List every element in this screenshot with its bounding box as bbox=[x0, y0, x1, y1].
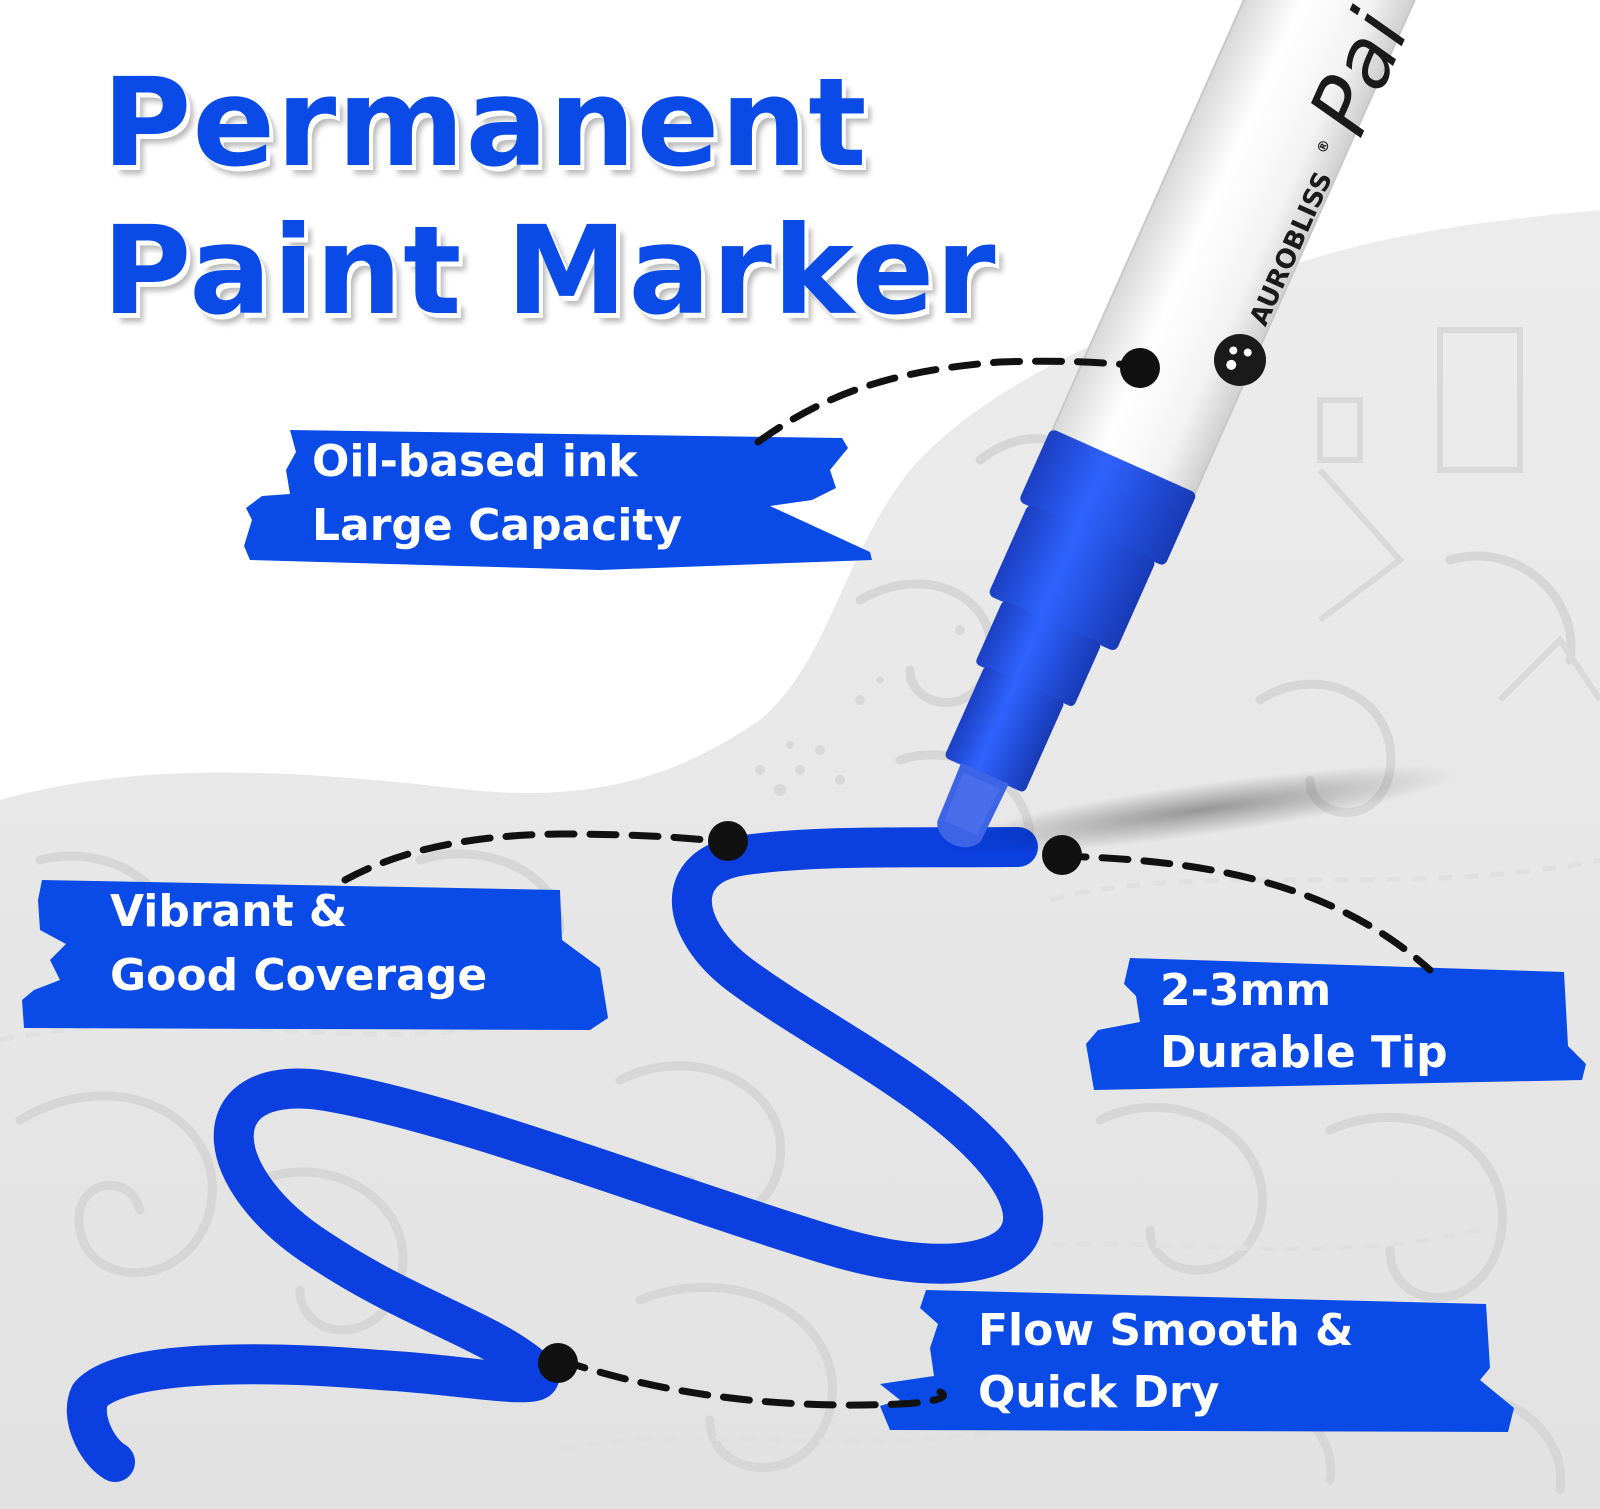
dot-tip bbox=[1042, 835, 1082, 875]
connector-dots bbox=[538, 348, 1160, 1383]
registered-mark: ® bbox=[1314, 137, 1334, 156]
feature-coverage-label: Vibrant & Good Coverage bbox=[110, 880, 487, 1008]
feature-ink-line-2: Large Capacity bbox=[312, 500, 683, 551]
feature-tip-line-1: 2-3mm bbox=[1160, 965, 1332, 1016]
feature-flow-line-2: Quick Dry bbox=[978, 1367, 1220, 1418]
connector-flow bbox=[556, 1356, 948, 1409]
marker-shadow bbox=[942, 765, 1458, 855]
feature-flow-label: Flow Smooth & Quick Dry bbox=[978, 1300, 1353, 1424]
ink-squiggle bbox=[66, 827, 1043, 1482]
feature-ink-line-1: Oil-based ink bbox=[312, 436, 638, 487]
dot-ink bbox=[1120, 348, 1160, 388]
dot-coverage bbox=[708, 821, 748, 861]
feature-coverage-line-1: Vibrant & bbox=[110, 886, 348, 937]
dot-flow bbox=[538, 1343, 578, 1383]
connector-ink bbox=[754, 357, 1144, 446]
page-title-line-2: Paint Marker bbox=[101, 200, 998, 342]
palette-icon bbox=[1214, 334, 1266, 386]
connectors bbox=[341, 357, 1434, 1409]
feature-ink-label: Oil-based ink Large Capacity bbox=[312, 430, 682, 558]
connector-coverage bbox=[341, 830, 730, 884]
feature-coverage-line-2: Good Coverage bbox=[110, 950, 488, 1001]
feature-tip-label: 2-3mm Durable Tip bbox=[1160, 960, 1448, 1084]
brush-labels bbox=[22, 430, 1586, 1432]
connector-tip bbox=[1056, 852, 1434, 974]
feature-flow-line-1: Flow Smooth & bbox=[978, 1305, 1354, 1356]
page-title-line-1: Permanent bbox=[101, 52, 869, 194]
feature-tip-line-2: Durable Tip bbox=[1160, 1027, 1448, 1078]
